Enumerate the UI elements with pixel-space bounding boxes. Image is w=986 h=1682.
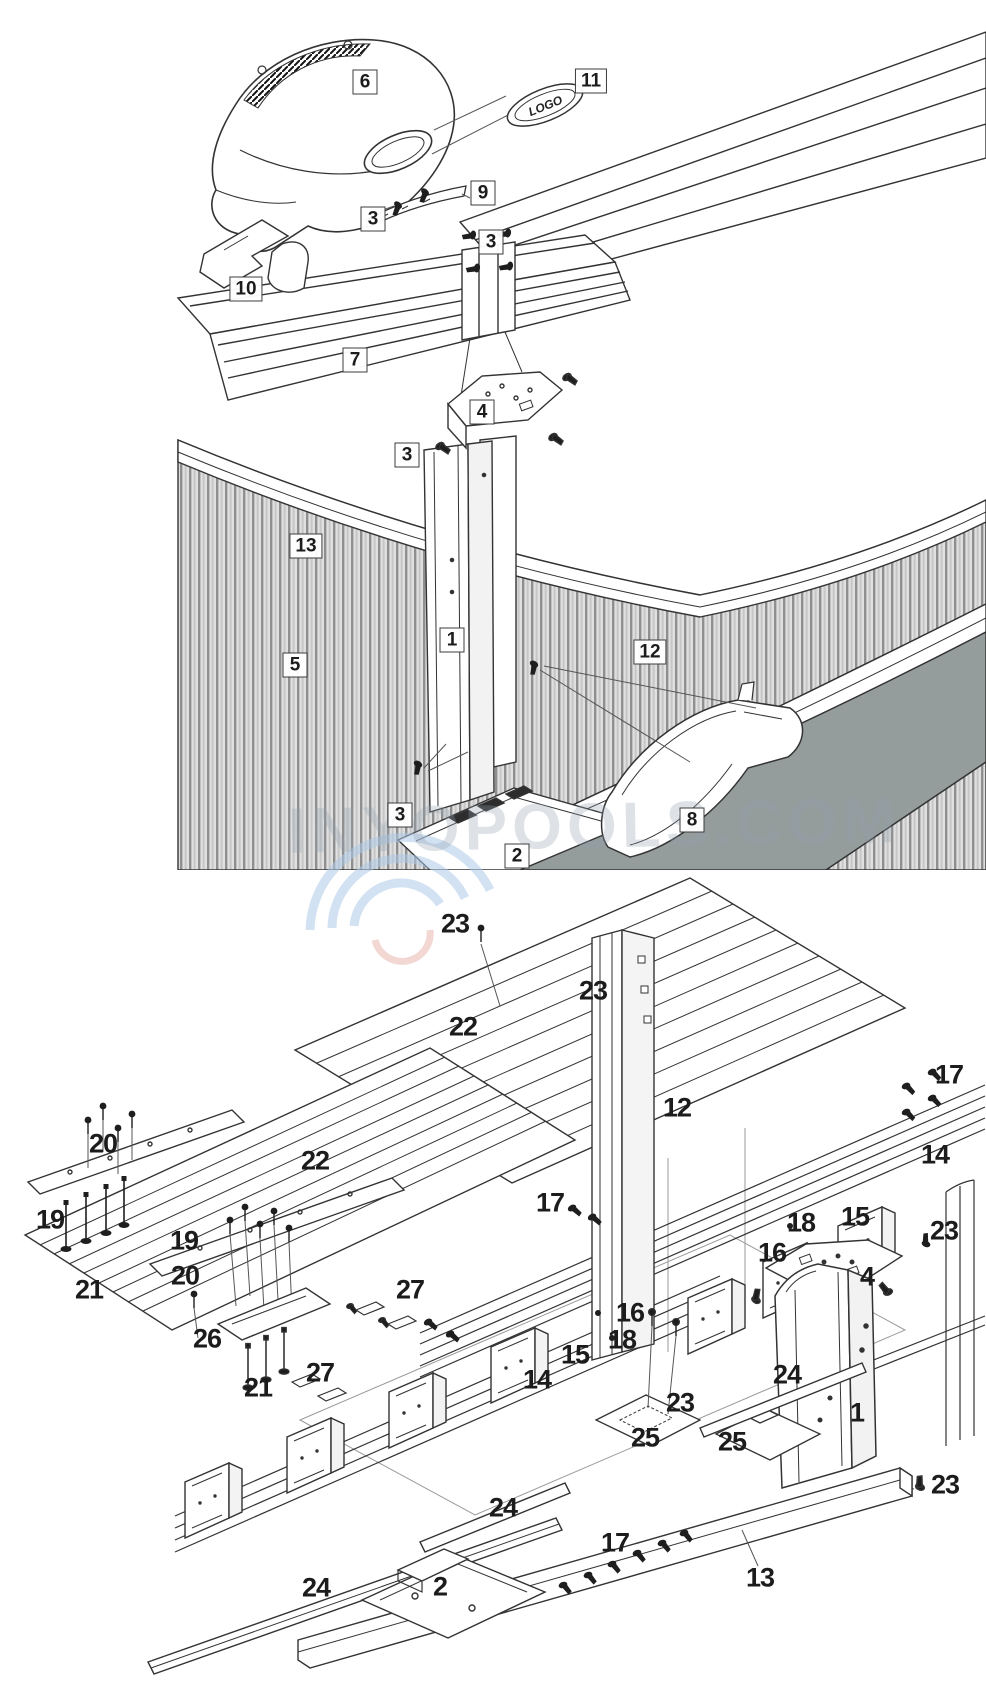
callout-24: 24 [301,1572,331,1603]
diagram-bottom-drawing [23,877,986,1675]
callout-2: 2 [504,843,530,869]
callout-12: 12 [633,639,667,665]
callout-8: 8 [679,807,705,833]
callout-11: 11 [574,68,608,94]
callout-15: 15 [560,1339,590,1370]
cap-hatch [243,43,372,109]
top-cap [211,38,456,252]
callout-2: 2 [432,1571,448,1602]
logo-hole [363,129,433,175]
callout-23: 23 [930,1469,960,1500]
callout-22: 22 [448,1011,478,1042]
callout-18: 18 [607,1324,637,1355]
callout-23: 23 [929,1215,959,1246]
callout-17: 17 [600,1527,630,1558]
callout-26: 26 [192,1323,222,1354]
callout-4: 4 [859,1261,875,1292]
clips-27 [290,1301,418,1402]
callout-13: 13 [745,1562,775,1593]
callout-15: 15 [840,1201,870,1232]
callout-14: 14 [522,1364,552,1395]
logo-badge: LOGO [506,83,584,127]
callout-3: 3 [478,229,504,255]
callout-7: 7 [342,347,368,373]
bottom-cap [600,681,804,858]
callout-23: 23 [665,1387,695,1418]
callout-25: 25 [717,1426,747,1457]
callout-19: 19 [35,1204,65,1235]
callout-22: 22 [300,1145,330,1176]
bottom-plate-2 [360,1548,547,1639]
callout-21: 21 [243,1372,273,1403]
callout-3: 3 [387,802,413,828]
bracket-row-right [687,1066,943,1355]
bracket-row-center [184,1202,615,1539]
callout-27: 27 [305,1357,335,1388]
callout-27: 27 [395,1274,425,1305]
callout-3: 3 [360,206,386,232]
callout-1: 1 [849,1397,865,1428]
callout-16: 16 [615,1297,645,1328]
callout-6: 6 [352,69,378,95]
diagram-top-drawing: LOGO [176,31,986,870]
strap-screws [59,1101,294,1339]
anchor-plate-26 [216,1287,332,1392]
callout-12: 12 [662,1092,692,1123]
callout-20: 20 [88,1128,118,1159]
callout-18: 18 [786,1207,816,1238]
callout-25: 25 [630,1422,660,1453]
callout-19: 19 [169,1225,199,1256]
wall-edge-right [865,1179,986,1446]
callout-5: 5 [282,652,308,678]
callout-10: 10 [229,276,263,302]
callout-24: 24 [488,1492,518,1523]
callout-3: 3 [394,442,420,468]
callout-23: 23 [578,975,608,1006]
callout-13: 13 [289,533,323,559]
upright-12 [591,929,655,1361]
callout-16: 16 [757,1237,787,1268]
callout-9: 9 [470,180,496,206]
callout-17: 17 [934,1059,964,1090]
callout-4: 4 [469,399,495,425]
wall-corner [824,761,986,870]
callout-23: 23 [440,908,470,939]
upright [423,435,517,813]
callout-24: 24 [772,1359,802,1390]
callout-1: 1 [439,627,465,653]
callout-17: 17 [535,1187,565,1218]
strap-plates [26,1109,406,1277]
corner-cap-small [199,219,309,293]
callout-21: 21 [74,1274,104,1305]
callout-14: 14 [920,1139,950,1170]
callout-20: 20 [170,1260,200,1291]
